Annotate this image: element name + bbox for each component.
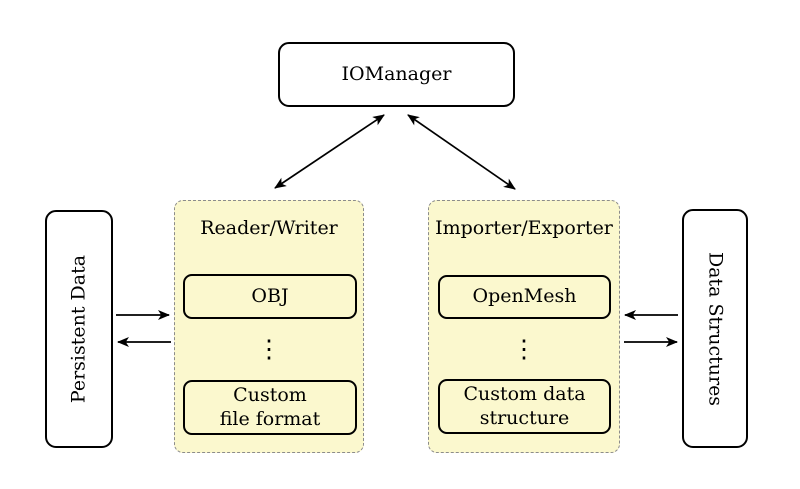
custom-data-structure-label: Custom data structure [463, 383, 586, 429]
data-structures-label: Data Structures [704, 251, 727, 406]
obj-node: OBJ [183, 274, 357, 319]
custom-file-format-label: Custom file format [219, 384, 321, 430]
custom-data-structure-node: Custom data structure [438, 379, 611, 434]
persistent-data-node: Persistent Data [45, 210, 113, 448]
reader-writer-group: Reader/Writer OBJ ⋮ Custom file format [174, 200, 364, 453]
iomanager-label: IOManager [341, 62, 452, 85]
importer-exporter-group: Importer/Exporter OpenMesh ⋮ Custom data… [428, 200, 620, 453]
arrow-iomanager-readerwriter [274, 114, 385, 189]
custom-file-format-node: Custom file format [183, 380, 357, 435]
importer-exporter-title: Importer/Exporter [435, 217, 613, 239]
obj-label: OBJ [251, 284, 289, 307]
reader-writer-ellipsis: ⋮ [256, 334, 282, 363]
iomanager-node: IOManager [278, 42, 515, 107]
reader-writer-title: Reader/Writer [200, 217, 338, 239]
arrow-iomanager-importerexporter [407, 114, 516, 190]
openmesh-node: OpenMesh [438, 275, 611, 319]
importer-exporter-ellipsis: ⋮ [511, 334, 537, 363]
persistent-data-label: Persistent Data [67, 254, 90, 404]
data-structures-node: Data Structures [682, 209, 748, 448]
openmesh-label: OpenMesh [472, 285, 577, 308]
